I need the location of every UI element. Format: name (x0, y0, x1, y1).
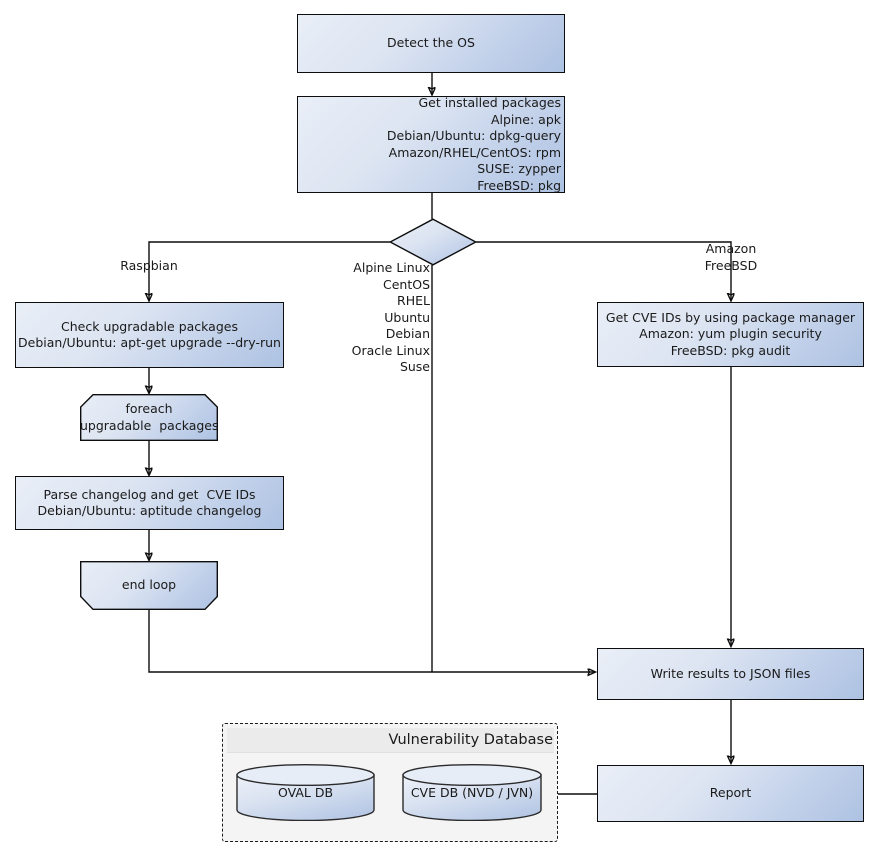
edge-label-raspbian: Raspbian (120, 258, 178, 273)
database-cve-db[interactable]: CVE DB (NVD / JVN) (402, 764, 542, 821)
node-detect-os[interactable]: Detect the OS (297, 14, 565, 73)
node-check-upgradable-packages-label: Check upgradable packages Debian/Ubuntu:… (18, 318, 281, 351)
node-end-loop-label: end loop (121, 577, 177, 593)
node-get-cve-ids-package-manager[interactable]: Get CVE IDs by using package manager Ama… (597, 302, 864, 367)
node-write-results[interactable]: Write results to JSON files (597, 648, 864, 700)
loop-start-outline (80, 394, 218, 441)
loop-start-fill (80, 394, 218, 441)
node-parse-changelog-label: Parse changelog and get CVE IDs Debian/U… (37, 486, 262, 519)
node-check-upgradable-packages[interactable]: Check upgradable packages Debian/Ubuntu:… (15, 302, 284, 368)
cylinder-shape (236, 764, 375, 821)
node-parse-changelog[interactable]: Parse changelog and get CVE IDs Debian/U… (15, 476, 284, 530)
node-end-loop[interactable]: end loop (80, 561, 218, 610)
node-get-cve-ids-package-manager-label: Get CVE IDs by using package manager Ama… (605, 309, 856, 358)
cylinder-shape (402, 764, 542, 821)
edge-endloop-to-write (148, 610, 595, 672)
node-foreach-loop-start-label: foreach upgradable packages (80, 401, 219, 433)
loop-end-outline (80, 561, 218, 610)
database-cve-db-label: CVE DB (NVD / JVN) (410, 785, 534, 800)
edge-label-amazon-freebsd: Amazon FreeBSD (704, 241, 758, 273)
node-report[interactable]: Report (597, 765, 864, 822)
node-get-installed-packages[interactable]: Get installed packages Alpine: apk Debia… (297, 95, 565, 193)
node-report-label: Report (709, 785, 752, 801)
node-os-decision[interactable] (388, 218, 478, 266)
node-get-installed-packages-label: Get installed packages Alpine: apk Debia… (386, 95, 561, 193)
database-oval-db-label: OVAL DB (277, 785, 334, 800)
node-foreach-loop-start[interactable]: foreach upgradable packages (80, 394, 219, 441)
database-oval-db[interactable]: OVAL DB (236, 764, 375, 821)
edge-label-middle-distros: Alpine Linux CentOS RHEL Ubuntu Debian O… (351, 260, 430, 374)
diamond-shape (388, 218, 478, 266)
node-detect-os-label: Detect the OS (387, 35, 475, 51)
group-vulnerability-database-title: Vulnerability Database (227, 728, 554, 753)
node-write-results-label: Write results to JSON files (650, 665, 811, 681)
loop-end-fill (80, 561, 218, 610)
